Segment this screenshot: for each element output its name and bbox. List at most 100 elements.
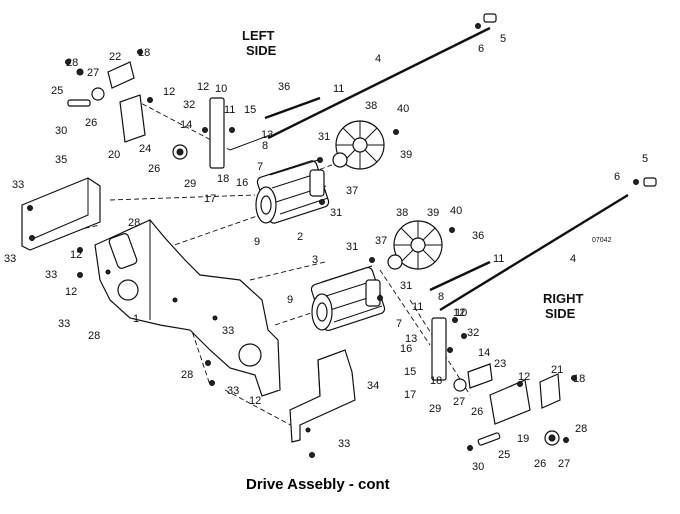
callout-36-right: 36 [472,230,484,242]
callout-7-left: 7 [257,161,263,173]
callout-9-left: 9 [254,236,260,248]
callout-15-left: 15 [244,104,256,116]
callout-27-mid: 27 [453,396,465,408]
callout-14-right: 14 [478,347,490,359]
callout-labels: 1 2 3 4 4 5 5 6 6 7 7 8 8 9 9 10 10 11 1… [4,33,648,473]
callout-28-b: 28 [128,217,140,229]
callout-30-left: 30 [55,125,67,137]
callout-11-c: 11 [493,253,504,265]
callout-10-right: 10 [455,307,467,319]
callout-18-d: 18 [573,373,585,385]
callout-39-left: 39 [400,149,412,161]
callout-40-left: 40 [397,103,409,115]
callout-36-left: 36 [278,81,290,93]
callout-31-a: 31 [318,131,330,143]
callout-30-right: 30 [472,461,484,473]
callout-13-left: 13 [261,129,273,141]
callout-8-left: 8 [262,140,268,152]
hardware-fasteners [65,49,577,458]
callout-10-left: 10 [215,83,227,95]
callout-9-right: 9 [287,294,293,306]
callout-13-right: 13 [405,333,417,345]
callout-25-left: 25 [51,85,63,97]
callout-31-c: 31 [346,241,358,253]
figure-code: 07042 [592,237,612,244]
callout-26-c: 26 [471,406,483,418]
callout-7-right: 7 [396,318,402,330]
callout-18-c: 18 [430,375,442,387]
callout-6-right: 6 [614,171,620,183]
right-side-label-line2: SIDE [545,306,576,321]
callout-32-right: 32 [467,327,479,339]
callout-23: 23 [494,358,506,370]
callout-17-right: 17 [404,389,416,401]
callout-31-d: 31 [400,280,412,292]
callout-35: 35 [55,154,67,166]
left-linkage [67,61,225,169]
callout-37-left: 37 [346,185,358,197]
left-transmission [255,159,330,224]
main-mounting-plate [94,219,281,397]
callout-33-d: 33 [58,318,70,330]
callout-11-d: 11 [412,301,423,313]
callout-33-b: 33 [4,253,16,265]
callout-26-d: 26 [534,458,546,470]
callout-40-right: 40 [450,205,462,217]
callout-8-right: 8 [438,291,444,303]
left-side-label-line2: SIDE [246,43,277,58]
callout-26-b: 26 [148,163,160,175]
callout-17-left: 17 [204,193,216,205]
callout-12-b: 12 [197,81,209,93]
callout-12-c: 12 [70,249,82,261]
callout-38-left: 38 [365,100,377,112]
callout-4-left: 4 [375,53,381,65]
left-spacer [332,152,348,168]
callout-14-left: 14 [180,119,192,131]
callout-31-b: 31 [330,207,342,219]
callout-34: 34 [367,380,379,392]
control-rods [229,26,629,312]
callout-32-left: 32 [183,99,195,111]
callout-3: 3 [312,254,318,266]
callout-11-b: 11 [224,104,235,116]
callout-28-c: 28 [88,330,100,342]
callout-27-right: 27 [558,458,570,470]
callout-12-g: 12 [518,371,530,383]
right-side-cover [289,349,356,443]
callout-26-a: 26 [85,117,97,129]
callout-4-right: 4 [570,253,576,265]
callout-5-right: 5 [642,153,648,165]
callout-18-a: 18 [138,47,150,59]
callout-12-e: 12 [249,395,261,407]
callout-39-right: 39 [427,207,439,219]
callout-28-e: 28 [575,423,587,435]
callout-1: 1 [133,313,139,325]
right-linkage [431,317,561,446]
right-spacer [387,254,403,270]
callout-20: 20 [108,149,120,161]
callout-33-a: 33 [12,179,24,191]
callout-21: 21 [551,364,563,376]
rod-end-fittings [475,13,657,187]
callout-29-left: 29 [184,178,196,190]
callout-6-left: 6 [478,43,484,55]
left-cooling-fan [335,120,385,170]
callout-29-right: 29 [429,403,441,415]
callout-33-f: 33 [227,385,239,397]
callout-12-a: 12 [163,86,175,98]
right-side-label-line1: RIGHT [543,291,584,306]
callout-11-a: 11 [333,83,344,95]
callout-22: 22 [109,51,121,63]
callout-12-f: 12 [453,307,465,319]
callout-2: 2 [297,231,303,243]
callout-33-g: 33 [338,438,350,450]
right-transmission [310,265,386,332]
callout-25-right: 25 [498,449,510,461]
right-cooling-fan [393,220,443,270]
callout-18-b: 18 [217,173,229,185]
callout-33-e: 33 [222,325,234,337]
left-side-label-line1: LEFT [242,28,275,43]
callout-24: 24 [139,143,151,155]
left-side-bracket [21,177,101,251]
